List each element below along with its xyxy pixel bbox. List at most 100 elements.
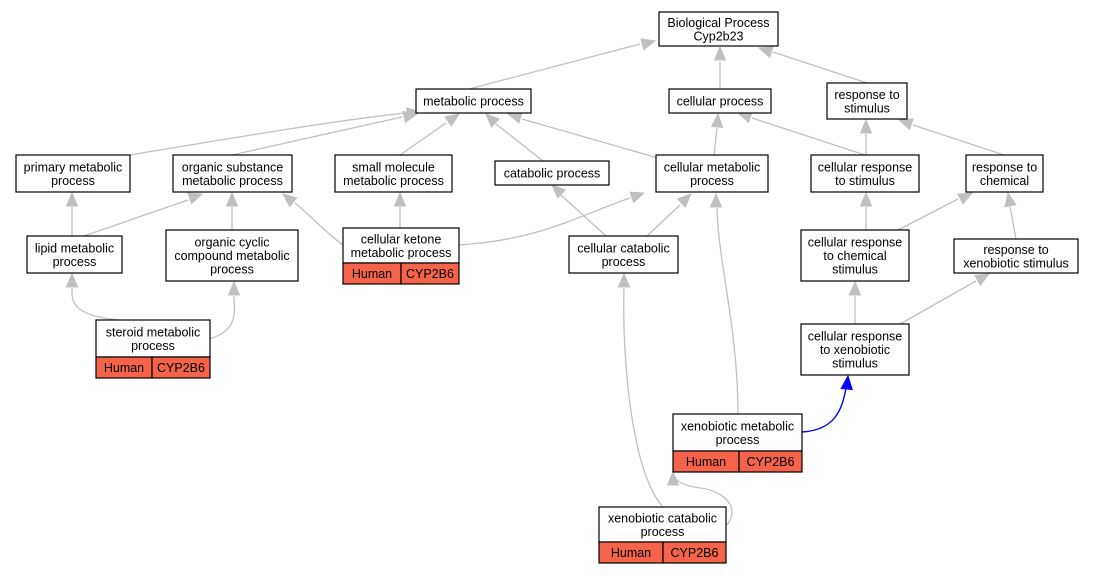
graph-edge bbox=[225, 191, 239, 230]
annotation-species: Human bbox=[352, 267, 392, 281]
graph-edge bbox=[129, 107, 422, 156]
term-label-line: response to bbox=[972, 160, 1037, 174]
term-label-line: organic substance bbox=[182, 160, 284, 174]
term-label-line: xenobiotic metabolic bbox=[681, 419, 794, 433]
arrowhead bbox=[393, 191, 407, 207]
term-label-line: cellular ketone bbox=[361, 232, 442, 246]
term-box bbox=[342, 227, 460, 264]
term-label-line: process bbox=[131, 339, 175, 353]
edge-line bbox=[208, 295, 236, 340]
annotation-species: Human bbox=[686, 455, 726, 469]
graph-edge bbox=[848, 280, 862, 324]
term-label-line: process bbox=[210, 263, 254, 277]
term-box bbox=[800, 323, 910, 376]
highlighted-edge bbox=[801, 374, 853, 433]
annotation-gene-cell bbox=[151, 356, 211, 379]
annotation-gene: CYP2B6 bbox=[747, 455, 795, 469]
term-label-line: response to bbox=[983, 243, 1048, 257]
graph-edge bbox=[757, 46, 868, 84]
term-label-line: process bbox=[602, 255, 646, 269]
edge-line bbox=[83, 199, 189, 237]
term-node-metabolic[interactable]: metabolic process bbox=[415, 88, 532, 114]
term-label-line: process bbox=[51, 174, 95, 188]
arrowhead bbox=[974, 273, 991, 287]
arrowhead bbox=[225, 191, 239, 207]
graph-edge bbox=[666, 470, 733, 526]
term-box bbox=[810, 154, 920, 193]
arrowhead bbox=[713, 45, 727, 61]
term-node-catabolic[interactable]: catabolic process bbox=[494, 160, 610, 186]
arrowhead bbox=[676, 193, 692, 208]
graph-edge bbox=[646, 193, 692, 237]
term-box bbox=[95, 319, 211, 358]
annotation-species: Human bbox=[104, 361, 144, 375]
edge-line bbox=[899, 280, 977, 325]
annotation-gene: CYP2B6 bbox=[671, 546, 719, 560]
annotation-gene: CYP2B6 bbox=[157, 361, 205, 375]
edges-layer bbox=[65, 38, 1017, 526]
term-label-line: compound metabolic bbox=[174, 249, 289, 263]
edge-line bbox=[129, 112, 406, 156]
edge-line bbox=[468, 43, 641, 90]
graph-edge bbox=[617, 272, 664, 508]
edge-line bbox=[521, 118, 659, 159]
term-label-line: cellular catabolic bbox=[577, 241, 669, 255]
arrowhead bbox=[709, 192, 723, 208]
arrowhead bbox=[710, 112, 724, 128]
term-label-line: cellular response bbox=[808, 236, 903, 250]
arrowhead bbox=[897, 118, 914, 131]
graph-edge bbox=[65, 272, 119, 321]
term-box bbox=[494, 160, 610, 186]
term-label-line: to xenobiotic bbox=[820, 343, 890, 357]
edge-line bbox=[751, 117, 866, 156]
term-label-line: to chemical bbox=[823, 249, 886, 263]
term-box bbox=[965, 154, 1044, 193]
edge-line bbox=[495, 123, 544, 162]
term-box bbox=[953, 238, 1079, 274]
annotation-gene: CYP2B6 bbox=[406, 267, 454, 281]
annotation-gene-cell bbox=[738, 450, 803, 473]
term-label-line: Cyp2b23 bbox=[693, 29, 743, 43]
edge-line-highlighted bbox=[801, 387, 847, 433]
arrowhead bbox=[848, 280, 862, 296]
graph-edge bbox=[282, 193, 344, 246]
arrowhead bbox=[840, 374, 853, 391]
term-label-line: cellular response bbox=[808, 330, 903, 344]
arrowhead bbox=[957, 192, 974, 205]
graph-edge bbox=[485, 113, 544, 162]
graph-edge bbox=[83, 192, 204, 237]
edge-line bbox=[71, 287, 119, 321]
term-label-line: process bbox=[53, 255, 97, 269]
term-label-line: cellular process bbox=[677, 95, 764, 109]
term-box bbox=[172, 154, 293, 193]
edge-line bbox=[716, 207, 739, 415]
edge-line bbox=[672, 473, 733, 526]
term-box bbox=[658, 11, 779, 47]
term-node-cellular[interactable]: cellular process bbox=[668, 88, 772, 114]
term-label-line: xenobiotic catabolic bbox=[608, 511, 717, 525]
arrowhead bbox=[617, 272, 631, 288]
arrowhead bbox=[666, 470, 680, 486]
edge-line bbox=[646, 204, 681, 237]
edge-line bbox=[399, 122, 447, 156]
term-label-line: organic cyclic bbox=[194, 236, 269, 250]
term-box bbox=[826, 82, 908, 120]
